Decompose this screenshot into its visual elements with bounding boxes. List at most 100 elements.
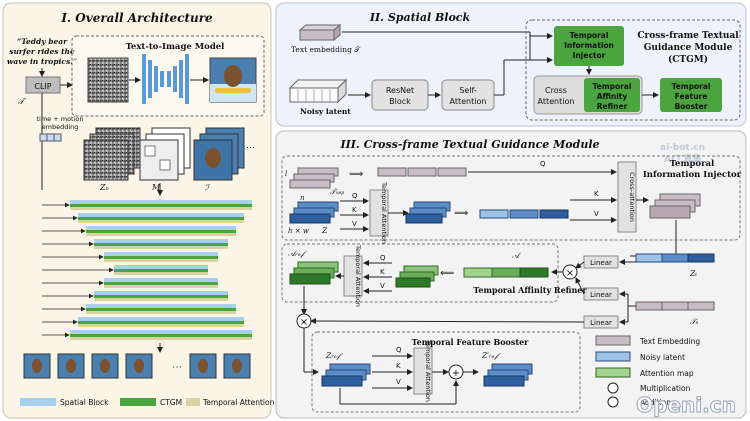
- a-reshaped-stack: [395, 265, 439, 288]
- tii-output-stack: [649, 193, 701, 219]
- q-label-ta2: Q: [380, 254, 386, 262]
- unet-layer-bar: [78, 317, 244, 321]
- prompt-line-1: “Teddy bear: [17, 37, 68, 46]
- v-label-ta1: V: [352, 220, 357, 228]
- time-motion-line-2: embedding: [42, 123, 79, 131]
- unet-layer-bar: [78, 321, 244, 324]
- legend-spatial-block: Spatial Block: [60, 398, 109, 407]
- legend-attention-map: Attention map: [640, 369, 694, 378]
- flatten-arrow-2: ⟹: [454, 208, 468, 219]
- panel1-title: I. Overall Architecture: [60, 11, 213, 25]
- ctgm-line-1: Cross-frame Textual: [637, 31, 739, 41]
- temporal-attention-2-label: Temporal Attention: [354, 244, 362, 307]
- unet-layer-bar: [78, 217, 244, 220]
- unet-layer-bar: [78, 220, 244, 223]
- tfb-line-1: Temporal: [672, 82, 711, 91]
- multiply-2-label: ×: [300, 317, 308, 328]
- unet-layer-bar: [78, 324, 244, 327]
- prompt-line-2: surfer rides the: [9, 47, 75, 56]
- unet-layer-bar: [114, 265, 208, 269]
- unet-layer-bar: [94, 246, 228, 249]
- unet-layer-bar: [70, 337, 252, 340]
- zn-frame-stack: [83, 127, 141, 181]
- trep-stack: [289, 167, 339, 189]
- panel2-title: II. Spatial Block: [369, 11, 471, 24]
- panel-spatial-block: II. Spatial Block Text embedding 𝒯 Noisy…: [275, 2, 747, 127]
- k-label-ca: K: [594, 190, 599, 198]
- noisy-latent-label: Noisy latent: [300, 107, 351, 116]
- hw-label: h × w: [288, 227, 309, 235]
- k-label-ta3: K: [396, 362, 401, 370]
- unet-layer-bar: [70, 200, 252, 204]
- legend-ctgm: CTGM: [160, 398, 182, 407]
- q-label-ta1: Q: [352, 192, 358, 200]
- n-label: n: [300, 194, 305, 202]
- unet-layer-bar: [86, 304, 236, 308]
- tfb-block: [660, 78, 722, 112]
- tii-line-3: Injector: [573, 51, 606, 60]
- text-embedding-block: [298, 23, 342, 42]
- tii-detail-box: [281, 155, 741, 241]
- ctgm-box: [525, 19, 741, 121]
- zref-prime-label: 𝑍′ᵣₑ𝒻: [481, 351, 501, 360]
- legend-swatch-text-embedding: [595, 335, 631, 346]
- legend-swatch-spatial: [20, 398, 56, 406]
- unet-layer-bar: [94, 243, 228, 246]
- z-after-ta: [405, 201, 451, 224]
- tii-line-2: Information: [564, 41, 614, 50]
- legend-swatch-ctgm: [120, 398, 156, 406]
- ts-flat: [635, 301, 715, 311]
- q-label-top: Q: [540, 160, 546, 168]
- zn-label: 𝑍ₙ: [99, 183, 109, 192]
- unet-layer-bar: [86, 311, 236, 314]
- i-frame-stack: [193, 127, 245, 181]
- time-motion-line-1: time + motion: [36, 115, 83, 123]
- unet-layer-bar: [114, 272, 208, 275]
- tfb-title: Temporal Feature Booster: [412, 337, 530, 347]
- text-embedding-label: Text embedding 𝒯: [291, 45, 362, 54]
- noise-image: [87, 57, 129, 103]
- l-label: l: [285, 170, 287, 178]
- unet-bars: [142, 54, 189, 104]
- linear-2-label: Linear: [590, 291, 612, 299]
- unet-layer-bar: [86, 230, 236, 233]
- linear-3-label: Linear: [590, 319, 612, 327]
- clip-label: CLIP: [34, 82, 51, 91]
- prompt-line-3: wave in tropics.”: [7, 57, 77, 66]
- reshape-arrow: ⟸: [440, 268, 454, 279]
- cross-line-2: Attention: [538, 97, 575, 106]
- flatten-arrow-1: ⟹: [349, 169, 363, 180]
- t2i-label: Text-to-Image Model: [126, 42, 226, 52]
- time-embedding-cells: [39, 133, 62, 142]
- ts-label: 𝒯ₛ: [690, 317, 699, 326]
- unet-layer-bar: [94, 295, 228, 298]
- v-label-ta3: V: [396, 378, 401, 386]
- watermark-top: ai-bot.cn: [660, 143, 705, 153]
- zt-flat: [635, 253, 715, 263]
- unet-layer-bar: [70, 334, 252, 337]
- a-label: 𝒜: [512, 251, 522, 260]
- unet-layer-bar: [104, 278, 218, 282]
- unet-layer-bar: [104, 282, 218, 285]
- temporal-attention-3: [413, 347, 433, 395]
- panel-overall-architecture: I. Overall Architecture “Teddy bear surf…: [2, 2, 275, 419]
- legend-swatch-attention-map: [595, 367, 631, 378]
- zref-label: 𝑍ᵣₑ𝒻: [325, 351, 344, 360]
- z-stack: [289, 201, 339, 224]
- ctgm-line-3: (CTGM): [668, 54, 708, 65]
- k-label-ta2: K: [380, 268, 385, 276]
- panel-ctgm: III. Cross-frame Textual Guidance Module…: [275, 130, 747, 419]
- cross-attention-block: [617, 161, 637, 233]
- tar-block: [584, 78, 640, 112]
- legend-addition: Addition: [640, 398, 671, 407]
- legend-multiplication: Multiplication: [640, 384, 691, 393]
- temporal-attention-3-label: Temporal Attention: [424, 339, 432, 402]
- multiply-1-label: ×: [566, 268, 574, 279]
- add-label: +: [452, 368, 460, 379]
- linear-1-label: Linear: [590, 259, 612, 267]
- a-flat: [463, 267, 549, 278]
- aref-label: 𝒜ᵣₑ𝒻: [288, 249, 308, 258]
- tau-label: 𝒯: [18, 97, 27, 106]
